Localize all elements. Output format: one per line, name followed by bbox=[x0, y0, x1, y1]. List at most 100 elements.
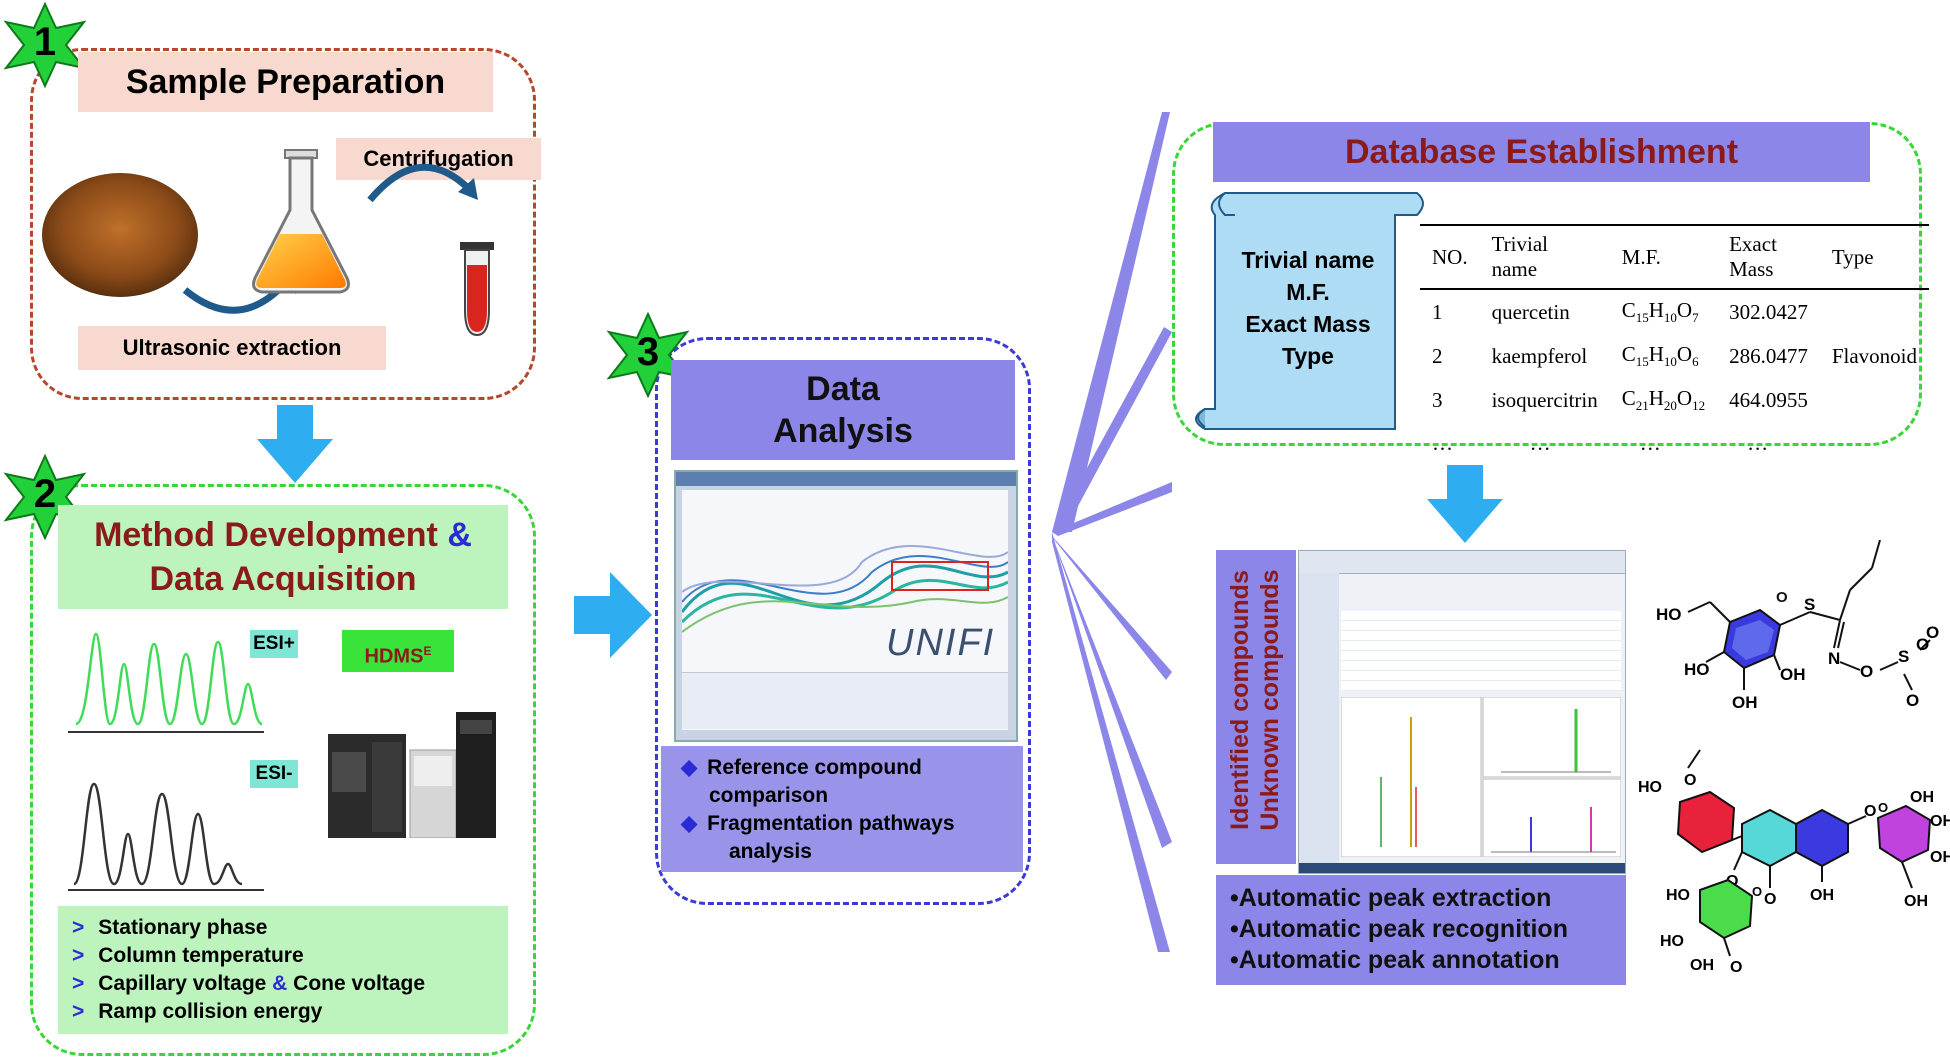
analysis-bullet-continued: analysis bbox=[729, 840, 812, 863]
diamond-bullet-icon: ◆ bbox=[681, 812, 698, 835]
unifi-splash-waves bbox=[682, 545, 1008, 633]
sample-prep-title: Sample Preparation bbox=[78, 52, 493, 112]
unifi-screenshot: UNIFI bbox=[674, 470, 1018, 742]
unknown-label: Unknown compounds bbox=[1256, 569, 1284, 831]
svg-text:O: O bbox=[1906, 691, 1919, 710]
results-screenshot bbox=[1298, 550, 1626, 874]
star-icon bbox=[3, 1, 87, 89]
svg-text:O: O bbox=[1864, 803, 1876, 820]
arrow-bullet-icon: > bbox=[72, 1000, 85, 1023]
svg-text:N: N bbox=[1828, 649, 1840, 668]
analysis-bullet: ◆Reference compound bbox=[681, 756, 922, 779]
molecule-1-structure: HO HO OH OH S N O S O OH O O bbox=[1656, 540, 1940, 712]
analysis-bullet-continued: comparison bbox=[709, 784, 829, 807]
ring-magenta bbox=[1876, 804, 1932, 864]
svg-text:O: O bbox=[1752, 884, 1762, 899]
table-header-row: NO. Trivial name M.F. Exact Mass Type bbox=[1420, 224, 1930, 290]
data-analysis-title: Data Analysis bbox=[671, 360, 1015, 460]
scroll-line: Trivial name bbox=[1241, 247, 1375, 273]
ring-red bbox=[1676, 790, 1736, 854]
formula-cell: C15H10O6 bbox=[1621, 342, 1699, 370]
svg-text:OH: OH bbox=[1910, 789, 1934, 806]
ring-green bbox=[1699, 878, 1754, 940]
svg-text:OH: OH bbox=[1926, 623, 1940, 642]
arrow-bullet-icon: > bbox=[72, 944, 85, 967]
col-header: Exact Mass bbox=[1717, 224, 1820, 290]
powder-pile bbox=[42, 173, 198, 297]
chromatogram-positive bbox=[68, 632, 264, 733]
analysis-bullet: ◆Fragmentation pathways bbox=[681, 812, 955, 835]
ring-blue bbox=[1795, 808, 1849, 868]
arrow-down-1 bbox=[257, 405, 333, 483]
molecule-2-structure: O HO O OH O OH OH OH OH O O O HO HO OH O bbox=[1638, 749, 1950, 976]
svg-text:OH: OH bbox=[1690, 957, 1714, 974]
ultrasonic-label: Ultrasonic extraction bbox=[78, 326, 386, 370]
arrow-flask-to-tube bbox=[367, 163, 473, 203]
step-3-number: 3 bbox=[636, 330, 660, 374]
svg-text:O: O bbox=[1860, 662, 1873, 681]
compound-table: NO. Trivial name M.F. Exact Mass Type 1 … bbox=[1420, 224, 1930, 464]
col-header: Type bbox=[1819, 224, 1930, 290]
step-3-star: 3 bbox=[603, 310, 693, 400]
arrow-down-2 bbox=[1427, 465, 1503, 543]
fan-connector bbox=[1052, 112, 1172, 952]
table-row-ellipsis: … … … … bbox=[1432, 430, 1769, 455]
arrow-bullet-icon: > bbox=[72, 916, 85, 939]
svg-text:O: O bbox=[1684, 772, 1696, 789]
scroll-line: M.F. bbox=[1286, 279, 1330, 305]
results-bullet: •Automatic peak recognition bbox=[1230, 915, 1568, 943]
amp-symbol: & bbox=[447, 516, 472, 554]
results-table bbox=[1341, 611, 1621, 691]
svg-text:OH: OH bbox=[1904, 893, 1928, 910]
results-label-box bbox=[1216, 550, 1296, 864]
table-row: 1 quercetin C15H10O7 302.0427 bbox=[1420, 289, 1929, 334]
method-params-box: >Stationary phase >Column temperature >C… bbox=[58, 906, 508, 1034]
arrow-bullet-icon: > bbox=[72, 972, 85, 995]
results-vertical-labels: Identified compounds Unknown compounds bbox=[1216, 550, 1296, 864]
results-bullets-box: •Automatic peak extraction •Automatic pe… bbox=[1216, 875, 1626, 985]
svg-text:O: O bbox=[1730, 959, 1742, 976]
test-tube-icon bbox=[460, 242, 494, 337]
step-2-star: 2 bbox=[0, 452, 90, 542]
results-taskbar bbox=[1299, 863, 1625, 873]
data-analysis-bullets: ◆Reference compound comparison ◆Fragment… bbox=[661, 746, 1023, 872]
svg-text:OH: OH bbox=[1780, 665, 1806, 684]
svg-text:O: O bbox=[1764, 891, 1776, 908]
unifi-logo: UNIFI bbox=[886, 622, 996, 664]
star-icon bbox=[606, 311, 690, 399]
ring-cyan bbox=[1741, 808, 1797, 868]
hdms-superscript: E bbox=[423, 644, 432, 658]
scroll-line: Exact Mass bbox=[1245, 311, 1371, 337]
param-item: >Capillary voltage & Cone voltage bbox=[72, 972, 426, 995]
chromatogram-negative bbox=[68, 782, 264, 891]
svg-text:HO: HO bbox=[1666, 887, 1690, 904]
svg-text:O: O bbox=[1878, 800, 1888, 815]
results-bullet: •Automatic peak annotation bbox=[1230, 946, 1560, 974]
col-header: NO. bbox=[1420, 224, 1480, 290]
formula-cell: C15H10O7 bbox=[1621, 298, 1699, 326]
method-dev-title: Method Development & Data Acquisition bbox=[58, 505, 508, 609]
step-1-number: 1 bbox=[33, 20, 57, 64]
table-row: 3 isoquercitrin C21H20O12 464.0955 bbox=[1420, 378, 1929, 422]
identified-label: Identified compounds bbox=[1226, 570, 1254, 830]
results-titlebar bbox=[1299, 551, 1625, 574]
table-row: 2 kaempferol C15H10O6 286.0477 Flavonoid bbox=[1420, 334, 1929, 378]
diamond-bullet-icon: ◆ bbox=[681, 756, 698, 779]
database-title: Database Establishment bbox=[1213, 122, 1870, 182]
svg-text:O: O bbox=[1916, 635, 1929, 654]
step-2-number: 2 bbox=[33, 472, 57, 516]
unifi-window-titlebar bbox=[676, 472, 1016, 486]
svg-text:OH: OH bbox=[1732, 693, 1758, 712]
star-icon bbox=[3, 453, 87, 541]
param-item: >Column temperature bbox=[72, 944, 304, 967]
results-sidebar bbox=[1299, 573, 1339, 863]
sample-prep-illustration bbox=[42, 149, 494, 337]
method-dev-title-part1: Method Development bbox=[94, 516, 438, 554]
svg-text:O: O bbox=[1776, 589, 1788, 606]
results-spectrum-plots bbox=[1341, 697, 1621, 857]
scroll-icon bbox=[1195, 192, 1424, 430]
svg-text:S: S bbox=[1898, 647, 1909, 666]
flask-icon bbox=[252, 149, 350, 294]
scroll-line: Type bbox=[1282, 343, 1334, 369]
data-analysis-title-line1: Data bbox=[806, 370, 880, 408]
